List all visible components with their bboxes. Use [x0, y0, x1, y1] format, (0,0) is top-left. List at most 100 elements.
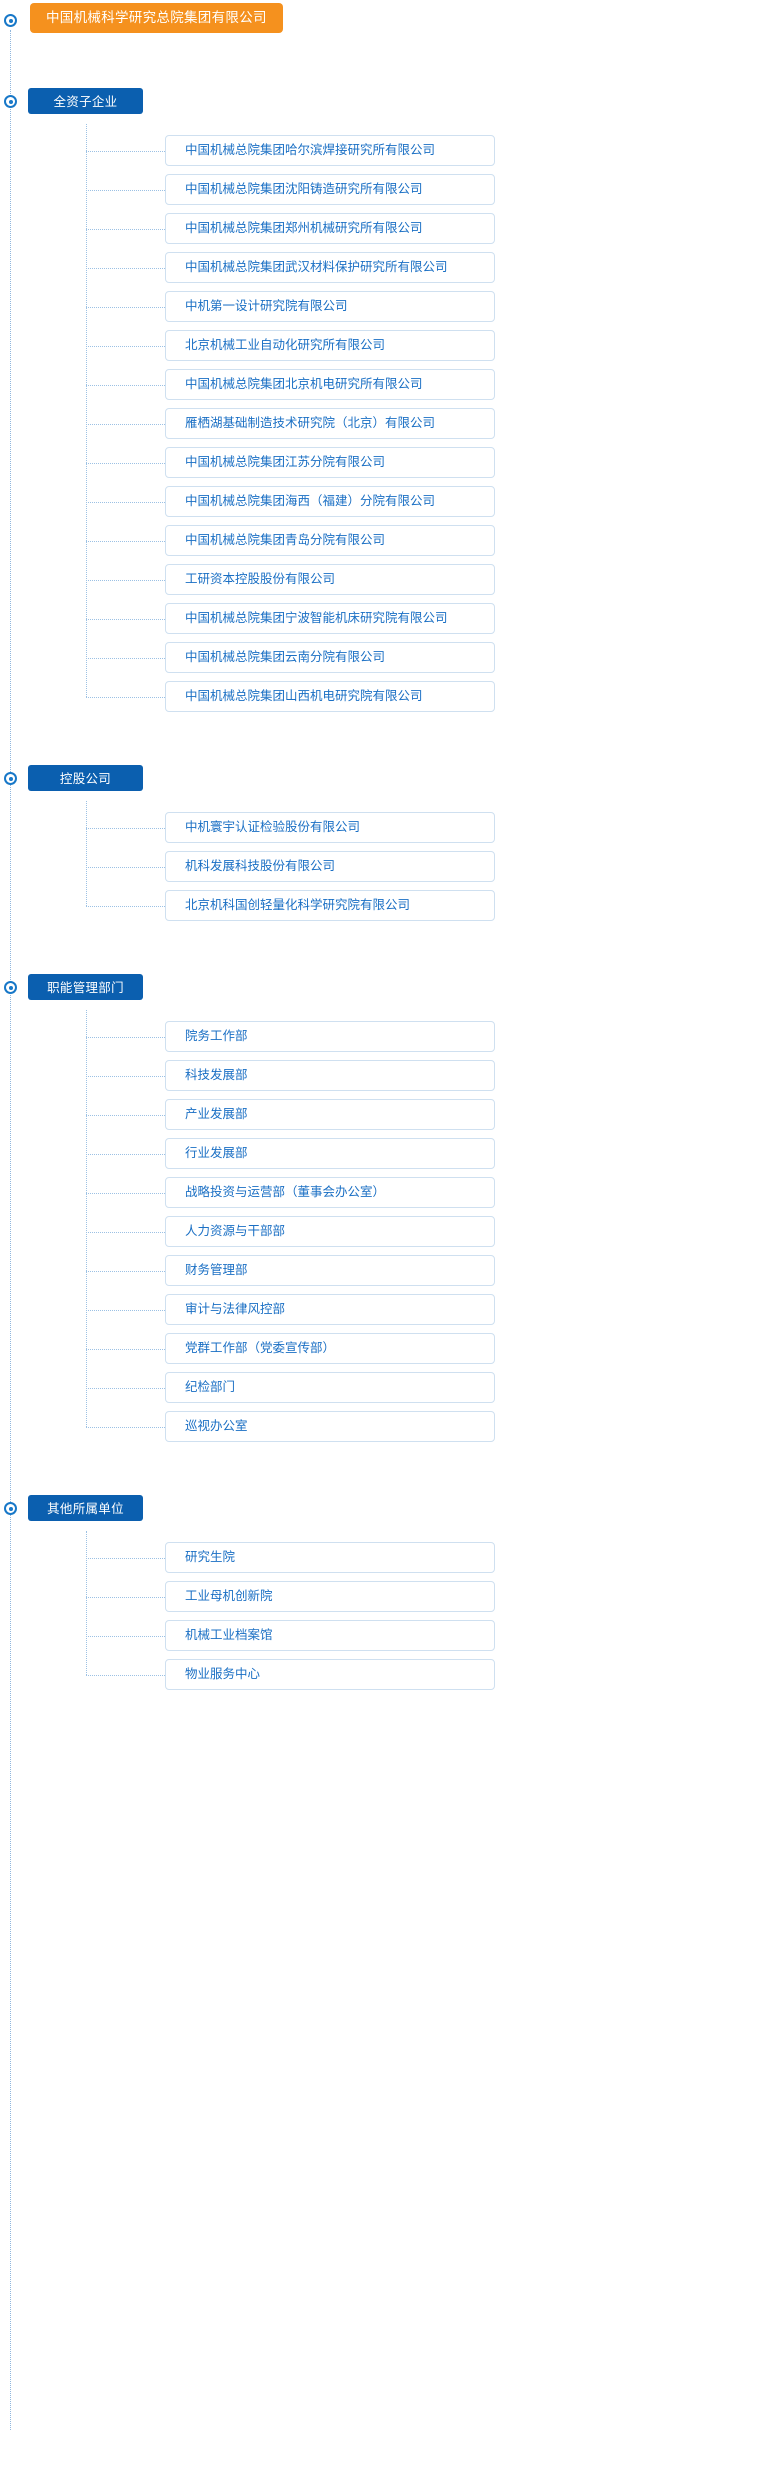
leaf-item[interactable]: 工业母机创新院: [165, 1581, 495, 1612]
leaf-row: 行业发展部: [0, 1135, 779, 1174]
leaf-connector-line: [86, 580, 165, 581]
leaf-row: 人力资源与干部部: [0, 1213, 779, 1252]
branch-stem-line: [86, 801, 87, 906]
category-button[interactable]: 全资子企业: [28, 88, 143, 114]
leaf-item-label: 北京机械工业自动化研究所有限公司: [185, 338, 386, 352]
leaf-connector-line: [86, 1037, 165, 1038]
leaf-row: 北京机械工业自动化研究所有限公司: [0, 327, 779, 366]
leaf-row: 物业服务中心: [0, 1656, 779, 1695]
leaf-item-label: 院务工作部: [185, 1029, 248, 1043]
leaf-item-label: 中国机械总院集团武汉材料保护研究所有限公司: [185, 260, 448, 274]
leaf-connector-line: [86, 1388, 165, 1389]
leaf-item[interactable]: 中国机械总院集团郑州机械研究所有限公司: [165, 213, 495, 244]
leaf-item-label: 战略投资与运营部（董事会办公室）: [185, 1185, 386, 1199]
leaf-item[interactable]: 雁栖湖基础制造技术研究院（北京）有限公司: [165, 408, 495, 439]
leaf-item[interactable]: 中国机械总院集团北京机电研究所有限公司: [165, 369, 495, 400]
leaf-item[interactable]: 党群工作部（党委宣传部）: [165, 1333, 495, 1364]
leaf-item[interactable]: 中国机械总院集团山西机电研究院有限公司: [165, 681, 495, 712]
leaf-item[interactable]: 人力资源与干部部: [165, 1216, 495, 1247]
leaf-row: 纪检部门: [0, 1369, 779, 1408]
leaf-connector-line: [86, 1636, 165, 1637]
leaf-connector-line: [86, 1232, 165, 1233]
leaf-row: 中国机械总院集团郑州机械研究所有限公司: [0, 210, 779, 249]
category-button[interactable]: 控股公司: [28, 765, 143, 791]
leaf-row: 工业母机创新院: [0, 1578, 779, 1617]
leaf-row: 审计与法律风控部: [0, 1291, 779, 1330]
leaf-item[interactable]: 物业服务中心: [165, 1659, 495, 1690]
category-group: 其他所属单位研究生院工业母机创新院机械工业档案馆物业服务中心: [0, 1487, 779, 1735]
leaf-item[interactable]: 中国机械总院集团哈尔滨焊接研究所有限公司: [165, 135, 495, 166]
leaf-item-label: 物业服务中心: [185, 1667, 261, 1681]
leaf-row: 中机寰宇认证检验股份有限公司: [0, 809, 779, 848]
leaf-row: 党群工作部（党委宣传部）: [0, 1330, 779, 1369]
leaf-connector-line: [86, 268, 165, 269]
category-row: 全资子企业: [0, 80, 779, 132]
leaf-item[interactable]: 审计与法律风控部: [165, 1294, 495, 1325]
leaf-item[interactable]: 机科发展科技股份有限公司: [165, 851, 495, 882]
leaf-connector-line: [86, 229, 165, 230]
category-row: 其他所属单位: [0, 1487, 779, 1539]
leaf-item[interactable]: 中国机械总院集团江苏分院有限公司: [165, 447, 495, 478]
leaf-row: 中国机械总院集团海西（福建）分院有限公司: [0, 483, 779, 522]
leaf-row: 中机第一设计研究院有限公司: [0, 288, 779, 327]
leaf-connector-line: [86, 502, 165, 503]
leaf-connector-line: [86, 541, 165, 542]
leaf-item[interactable]: 财务管理部: [165, 1255, 495, 1286]
leaf-item[interactable]: 中国机械总院集团海西（福建）分院有限公司: [165, 486, 495, 517]
leaf-row: 中国机械总院集团哈尔滨焊接研究所有限公司: [0, 132, 779, 171]
leaf-item[interactable]: 科技发展部: [165, 1060, 495, 1091]
leaf-row: 中国机械总院集团青岛分院有限公司: [0, 522, 779, 561]
leaf-item[interactable]: 中国机械总院集团青岛分院有限公司: [165, 525, 495, 556]
leaf-item[interactable]: 工研资本控股股份有限公司: [165, 564, 495, 595]
spine-marker-category: [4, 981, 17, 994]
leaf-connector-line: [86, 1349, 165, 1350]
leaf-item-label: 审计与法律风控部: [185, 1302, 286, 1316]
leaf-item[interactable]: 中机寰宇认证检验股份有限公司: [165, 812, 495, 843]
category-button[interactable]: 职能管理部门: [28, 974, 143, 1000]
leaf-row: 产业发展部: [0, 1096, 779, 1135]
leaf-item[interactable]: 产业发展部: [165, 1099, 495, 1130]
leaf-item[interactable]: 院务工作部: [165, 1021, 495, 1052]
leaf-connector-line: [86, 1427, 165, 1428]
root-node-button[interactable]: 中国机械科学研究总院集团有限公司: [30, 3, 283, 33]
leaf-item-label: 党群工作部（党委宣传部）: [185, 1341, 336, 1355]
category-group: 全资子企业中国机械总院集团哈尔滨焊接研究所有限公司中国机械总院集团沈阳铸造研究所…: [0, 80, 779, 757]
category-button[interactable]: 其他所属单位: [28, 1495, 143, 1521]
leaf-row: 院务工作部: [0, 1018, 779, 1057]
leaf-item-label: 中国机械总院集团沈阳铸造研究所有限公司: [185, 182, 423, 196]
leaf-row: 机械工业档案馆: [0, 1617, 779, 1656]
leaf-item[interactable]: 中国机械总院集团云南分院有限公司: [165, 642, 495, 673]
leaf-connector-line: [86, 867, 165, 868]
leaf-connector-line: [86, 463, 165, 464]
leaf-item[interactable]: 机械工业档案馆: [165, 1620, 495, 1651]
leaf-item[interactable]: 研究生院: [165, 1542, 495, 1573]
leaf-item[interactable]: 中国机械总院集团宁波智能机床研究院有限公司: [165, 603, 495, 634]
leaf-item[interactable]: 战略投资与运营部（董事会办公室）: [165, 1177, 495, 1208]
leaf-item[interactable]: 北京机科国创轻量化科学研究院有限公司: [165, 890, 495, 921]
leaf-item-label: 雁栖湖基础制造技术研究院（北京）有限公司: [185, 416, 436, 430]
leaf-item[interactable]: 北京机械工业自动化研究所有限公司: [165, 330, 495, 361]
leaf-row: 中国机械总院集团武汉材料保护研究所有限公司: [0, 249, 779, 288]
leaf-item-label: 中国机械总院集团青岛分院有限公司: [185, 533, 386, 547]
leaf-item[interactable]: 中国机械总院集团沈阳铸造研究所有限公司: [165, 174, 495, 205]
leaf-item[interactable]: 纪检部门: [165, 1372, 495, 1403]
leaf-item[interactable]: 中机第一设计研究院有限公司: [165, 291, 495, 322]
leaf-row: 财务管理部: [0, 1252, 779, 1291]
spacer: [0, 1701, 779, 1735]
branch-stem-line: [86, 1010, 87, 1427]
leaf-connector-line: [86, 1076, 165, 1077]
leaf-connector-line: [86, 1597, 165, 1598]
leaf-item-label: 中机第一设计研究院有限公司: [185, 299, 348, 313]
category-group: 控股公司中机寰宇认证检验股份有限公司机科发展科技股份有限公司北京机科国创轻量化科…: [0, 757, 779, 966]
leaf-item[interactable]: 巡视办公室: [165, 1411, 495, 1442]
leaf-item-label: 中国机械总院集团郑州机械研究所有限公司: [185, 221, 423, 235]
leaf-row: 机科发展科技股份有限公司: [0, 848, 779, 887]
leaf-item-label: 中国机械总院集团北京机电研究所有限公司: [185, 377, 423, 391]
leaf-item[interactable]: 行业发展部: [165, 1138, 495, 1169]
leaf-item-label: 中国机械总院集团江苏分院有限公司: [185, 455, 386, 469]
leaf-item-label: 中国机械总院集团宁波智能机床研究院有限公司: [185, 611, 448, 625]
leaf-connector-line: [86, 619, 165, 620]
leaf-item[interactable]: 中国机械总院集团武汉材料保护研究所有限公司: [165, 252, 495, 283]
leaf-row: 中国机械总院集团云南分院有限公司: [0, 639, 779, 678]
